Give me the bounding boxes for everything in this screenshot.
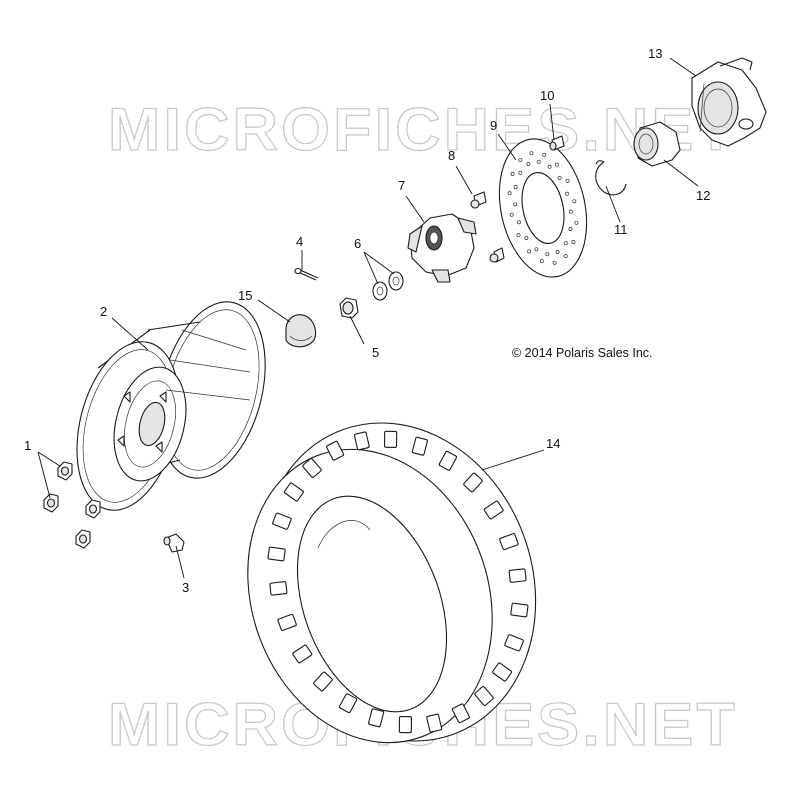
disc-hole — [545, 252, 550, 257]
cap-part-15 — [285, 314, 317, 348]
tire-tread-block — [474, 686, 494, 706]
callout-15: 15 — [238, 288, 252, 303]
disc-hole — [557, 175, 562, 180]
disc-hole — [527, 249, 532, 254]
tire-tread-block — [292, 644, 313, 664]
disc-hole — [565, 178, 570, 183]
disc-hole — [568, 209, 573, 214]
disc-hole — [563, 254, 568, 259]
disc-hole — [547, 164, 552, 169]
disc-hole — [516, 233, 521, 238]
callout-labels: 1 2 3 4 5 6 7 8 9 10 11 12 13 14 15 — [24, 46, 710, 595]
callout-10: 10 — [540, 88, 554, 103]
retaining-ring-part-11 — [595, 160, 627, 196]
tire-tread-block — [326, 440, 345, 461]
tire-tread-block — [277, 613, 297, 631]
disc-hole — [571, 240, 576, 244]
tire-part-14 — [247, 422, 537, 744]
tire-tread-block — [451, 703, 470, 724]
disc-hole — [542, 152, 547, 157]
disc-hole — [539, 259, 544, 264]
callout-7: 7 — [398, 178, 405, 193]
disc-hole — [518, 170, 523, 175]
callout-14: 14 — [546, 436, 560, 451]
callout-6: 6 — [354, 236, 361, 251]
disc-hole — [507, 191, 512, 196]
studs-part-8 — [470, 191, 505, 263]
tire-tread-block — [272, 512, 292, 530]
callout-13: 13 — [648, 46, 662, 61]
disc-hole — [509, 212, 514, 217]
disc-hole — [552, 260, 557, 265]
tire-tread-block — [302, 458, 322, 478]
callout-4: 4 — [296, 234, 303, 249]
leader-lines — [37, 57, 699, 579]
callout-2: 2 — [100, 304, 107, 319]
disc-hole — [517, 220, 521, 225]
disc-hole — [534, 247, 539, 252]
knuckle-part-13 — [691, 57, 767, 147]
copyright-notice: © 2014 Polaris Sales Inc. — [512, 346, 653, 360]
disc-hole — [518, 157, 523, 162]
tire-tread-block — [338, 693, 358, 714]
disc-hole — [572, 199, 577, 204]
hub-part-7 — [407, 213, 477, 283]
brake-disc-part-9 — [498, 138, 588, 278]
disc-hole — [536, 159, 541, 164]
disc-hole — [524, 236, 529, 241]
tire-tread-block — [383, 430, 398, 449]
tire-tread-block — [353, 431, 370, 451]
tire-tread-block — [368, 708, 385, 728]
tire-tread-block — [483, 500, 504, 520]
callout-1: 1 — [24, 438, 31, 453]
callout-12: 12 — [696, 188, 710, 203]
tire-tread-block — [267, 546, 286, 562]
tire-tread-block — [313, 671, 333, 692]
lug-nuts-part-1 — [43, 461, 101, 549]
disc-hole — [555, 250, 560, 254]
callout-11: 11 — [614, 222, 628, 237]
disc-hole — [568, 227, 573, 231]
tire-tread-block — [438, 450, 458, 471]
valve-stem-part-3 — [163, 533, 185, 553]
disc-hole — [565, 191, 569, 196]
tire-tread-block — [492, 662, 513, 682]
disc-hole — [563, 241, 568, 246]
tire-tread-block — [508, 568, 527, 583]
washers-part-6 — [372, 271, 404, 301]
callout-9: 9 — [490, 118, 497, 133]
disc-hole — [526, 162, 531, 166]
callout-3: 3 — [182, 580, 189, 595]
callout-8: 8 — [448, 148, 455, 163]
disc-hole — [513, 202, 518, 207]
tire-tread-block — [398, 715, 413, 734]
rim-part-2 — [76, 301, 266, 511]
tire-tread-block — [510, 602, 529, 618]
callout-5: 5 — [372, 345, 379, 360]
tire-tread-block — [499, 533, 519, 551]
disc-hole — [529, 151, 534, 156]
castle-nut-part-5 — [339, 297, 359, 319]
disc-hole — [554, 162, 559, 167]
tire-tread-block — [504, 634, 524, 652]
watermark-top: MICROFICHES.NET — [108, 96, 738, 163]
tire-tread-block — [283, 482, 304, 502]
tire-tread-block — [269, 581, 288, 596]
tire-tread-block — [463, 472, 483, 493]
cotter-pin-part-4 — [294, 267, 319, 281]
tire-tread-block — [426, 713, 443, 733]
bearing-part-12 — [633, 121, 681, 167]
bolt-part-10 — [549, 135, 565, 151]
disc-hole — [513, 185, 518, 189]
disc-hole — [510, 172, 515, 176]
disc-hole — [574, 220, 579, 225]
tire-tread-block — [411, 436, 428, 456]
